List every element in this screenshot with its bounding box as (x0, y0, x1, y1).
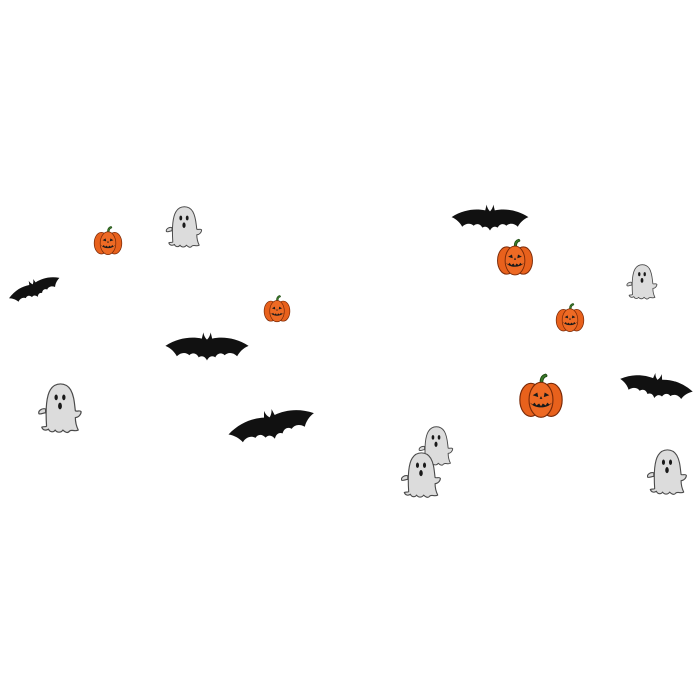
bat-icon (225, 399, 318, 450)
ghost-icon (165, 206, 203, 248)
bat-icon (451, 204, 529, 231)
bat-icon (165, 332, 249, 361)
pumpkin-icon (519, 373, 563, 418)
pumpkin-icon (497, 238, 533, 276)
ghost-icon (646, 449, 687, 495)
ghost-icon (626, 264, 658, 300)
bat-icon (5, 269, 64, 308)
ghost-icon (38, 383, 82, 434)
pumpkin-icon (555, 303, 585, 332)
pumpkin-icon (263, 295, 291, 323)
pumpkin-icon (93, 226, 123, 255)
bat-icon (618, 367, 695, 405)
